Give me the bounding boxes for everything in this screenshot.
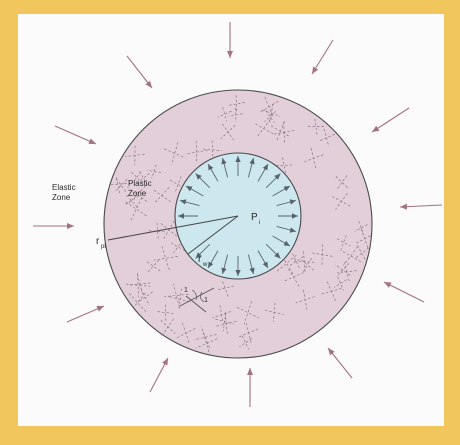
plastic-radius-subscript: pl	[101, 244, 106, 250]
plastic-zone-label-line1: Plastic	[128, 179, 152, 188]
elastic-zone-label-line2: Zone	[52, 193, 71, 202]
elastic-zone-label-line1: Elastic	[52, 183, 76, 192]
plastic-zone-label-line2: Zone	[128, 189, 147, 198]
internal-pressure-subscript: i	[259, 220, 260, 226]
internal-pressure-symbol: P	[251, 212, 258, 223]
angle-label-right: 1	[204, 297, 208, 304]
angle-label-left: 1	[184, 287, 188, 294]
well-radius-subscript: w	[202, 262, 208, 268]
